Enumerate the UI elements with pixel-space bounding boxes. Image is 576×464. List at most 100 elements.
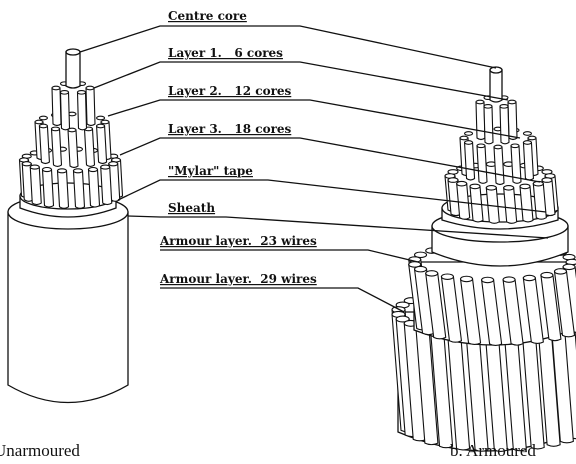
right-layer-2-strand-end <box>493 144 503 150</box>
left-layer-2 <box>34 111 112 169</box>
right-centre-core <box>489 66 503 103</box>
armour-23-strand-end <box>522 274 536 282</box>
left-layer-3-strand <box>41 168 55 208</box>
leader-armour-23 <box>160 249 419 263</box>
left-layer-2-strand-end <box>50 126 61 132</box>
right-layer-2-strand <box>522 141 535 181</box>
right-layer-2-strand-end <box>510 143 520 149</box>
left-layer-1-strand <box>59 91 71 131</box>
left-layer-3-strand <box>56 170 70 209</box>
unarmoured-cable <box>7 48 129 404</box>
leader-mylar <box>117 179 547 213</box>
armour-29-strand <box>429 329 454 449</box>
left-layer-3-strand <box>87 168 101 208</box>
left-layer-3-strand <box>100 166 113 206</box>
left-layer-1-strand-end <box>51 85 61 91</box>
right-layer-2-strand <box>510 145 522 184</box>
caption-unarmoured: Unarmoured <box>0 441 80 460</box>
right-layer-3-strand <box>456 183 471 220</box>
left-layer-2-strand <box>50 128 63 167</box>
armour-23-strand-end <box>540 271 554 279</box>
leader-layer-3 <box>119 137 541 183</box>
armour-29-strand <box>503 332 527 452</box>
armour-29-strand <box>484 333 508 453</box>
left-layer-1-strand-end <box>76 89 87 95</box>
right-layer-2-strand-end <box>464 140 474 145</box>
caption-armoured: b. Armoured <box>450 441 536 460</box>
leader-layer-1 <box>93 61 509 101</box>
left-layer-2-strand-end <box>96 115 106 121</box>
armoured-cable <box>391 66 576 453</box>
right-layer-3-strand-end <box>519 183 531 190</box>
right-layer-3-strand-end <box>447 177 459 183</box>
left-layer-3-strand-end <box>29 164 40 170</box>
left-layer-2-strand <box>95 125 108 165</box>
label-armour-29: Armour layer. 29 wires <box>159 272 317 286</box>
armour-23-strand <box>480 279 503 347</box>
right-layer-3-strand <box>519 185 534 223</box>
label-layer-3: Layer 3. 18 cores <box>168 122 292 136</box>
leader-sheath <box>127 215 549 239</box>
armour-29-strand <box>446 331 471 451</box>
right-layer-1-strand <box>507 101 518 141</box>
right-layer-3-strand-end <box>541 177 553 183</box>
left-layer-1-strand <box>85 87 96 127</box>
left-layer-3-strand <box>72 170 86 209</box>
leader-layer-2 <box>107 99 521 139</box>
left-layer-2-strand-end <box>96 123 106 129</box>
right-layer-3-strand-end <box>485 185 497 191</box>
left-layer-2-strand-end <box>100 119 110 125</box>
left-layer-3-strand-end <box>41 166 53 173</box>
armour-23-strand <box>425 272 447 340</box>
armour-23-strand-end <box>562 263 576 271</box>
left-layer-1-strand <box>51 87 62 127</box>
armour-23-strand <box>459 278 482 346</box>
left-layer-2-strand <box>83 128 96 167</box>
armour-23-strand-end <box>425 270 439 277</box>
right-layer-1 <box>475 95 518 145</box>
right-layer-1-strand-end <box>499 103 509 109</box>
leader-armour-29 <box>160 287 405 313</box>
armour-29-strand <box>537 328 561 447</box>
left-layer-1-strand-end <box>85 85 95 91</box>
label-armour-23: Armour layer. 23 wires <box>159 234 317 248</box>
left-layer-2-strand-end <box>38 123 48 129</box>
armour-29-strand-end <box>395 315 410 323</box>
armour-23-strand <box>522 277 544 345</box>
right-layer-2-strand-end <box>527 135 537 141</box>
armour-29-strand <box>465 333 489 452</box>
left-layer-2-strand-end <box>38 115 48 121</box>
right-layer-2 <box>459 126 539 186</box>
right-layer-2-strand-end <box>464 131 474 136</box>
right-layer-2-strand-end <box>522 131 532 136</box>
left-layer-2-strand <box>67 129 79 169</box>
right-layer-3-strand <box>503 187 518 224</box>
right-layer-3-strand-end <box>503 185 515 191</box>
leader-centre-core <box>79 25 497 69</box>
left-layer-3-strand-end <box>56 168 68 174</box>
right-layer-1-strand <box>499 105 510 145</box>
armour-23-strand <box>553 270 576 338</box>
armour-23-strand <box>502 279 524 346</box>
armour-29-strand <box>415 326 439 446</box>
left-centre-core <box>65 48 81 89</box>
left-layer-2-strand <box>38 125 50 165</box>
left-layer-3-strand-end <box>108 161 119 167</box>
right-layer-1-strand-end <box>475 99 485 105</box>
right-layer-2-strand-end <box>476 143 486 149</box>
left-layer-3-strand-end <box>72 168 84 174</box>
right-layer-3-strand-end <box>469 183 481 190</box>
label-centre-core: Centre core <box>168 9 247 23</box>
right-layer-2-strand-end <box>459 135 469 141</box>
right-layer-2-strand <box>493 146 505 186</box>
right-layer-2-strand <box>463 141 476 181</box>
armour-23-strand-end <box>440 273 454 280</box>
armour-23-strand <box>540 274 562 342</box>
armour-29-strand <box>550 324 574 444</box>
left-layer-1-strand <box>76 91 88 131</box>
left-layer-1 <box>51 81 96 131</box>
right-layer-2-strand <box>476 145 488 184</box>
armour-29-strand <box>521 330 545 450</box>
right-layer-3-strand-end <box>456 180 468 187</box>
